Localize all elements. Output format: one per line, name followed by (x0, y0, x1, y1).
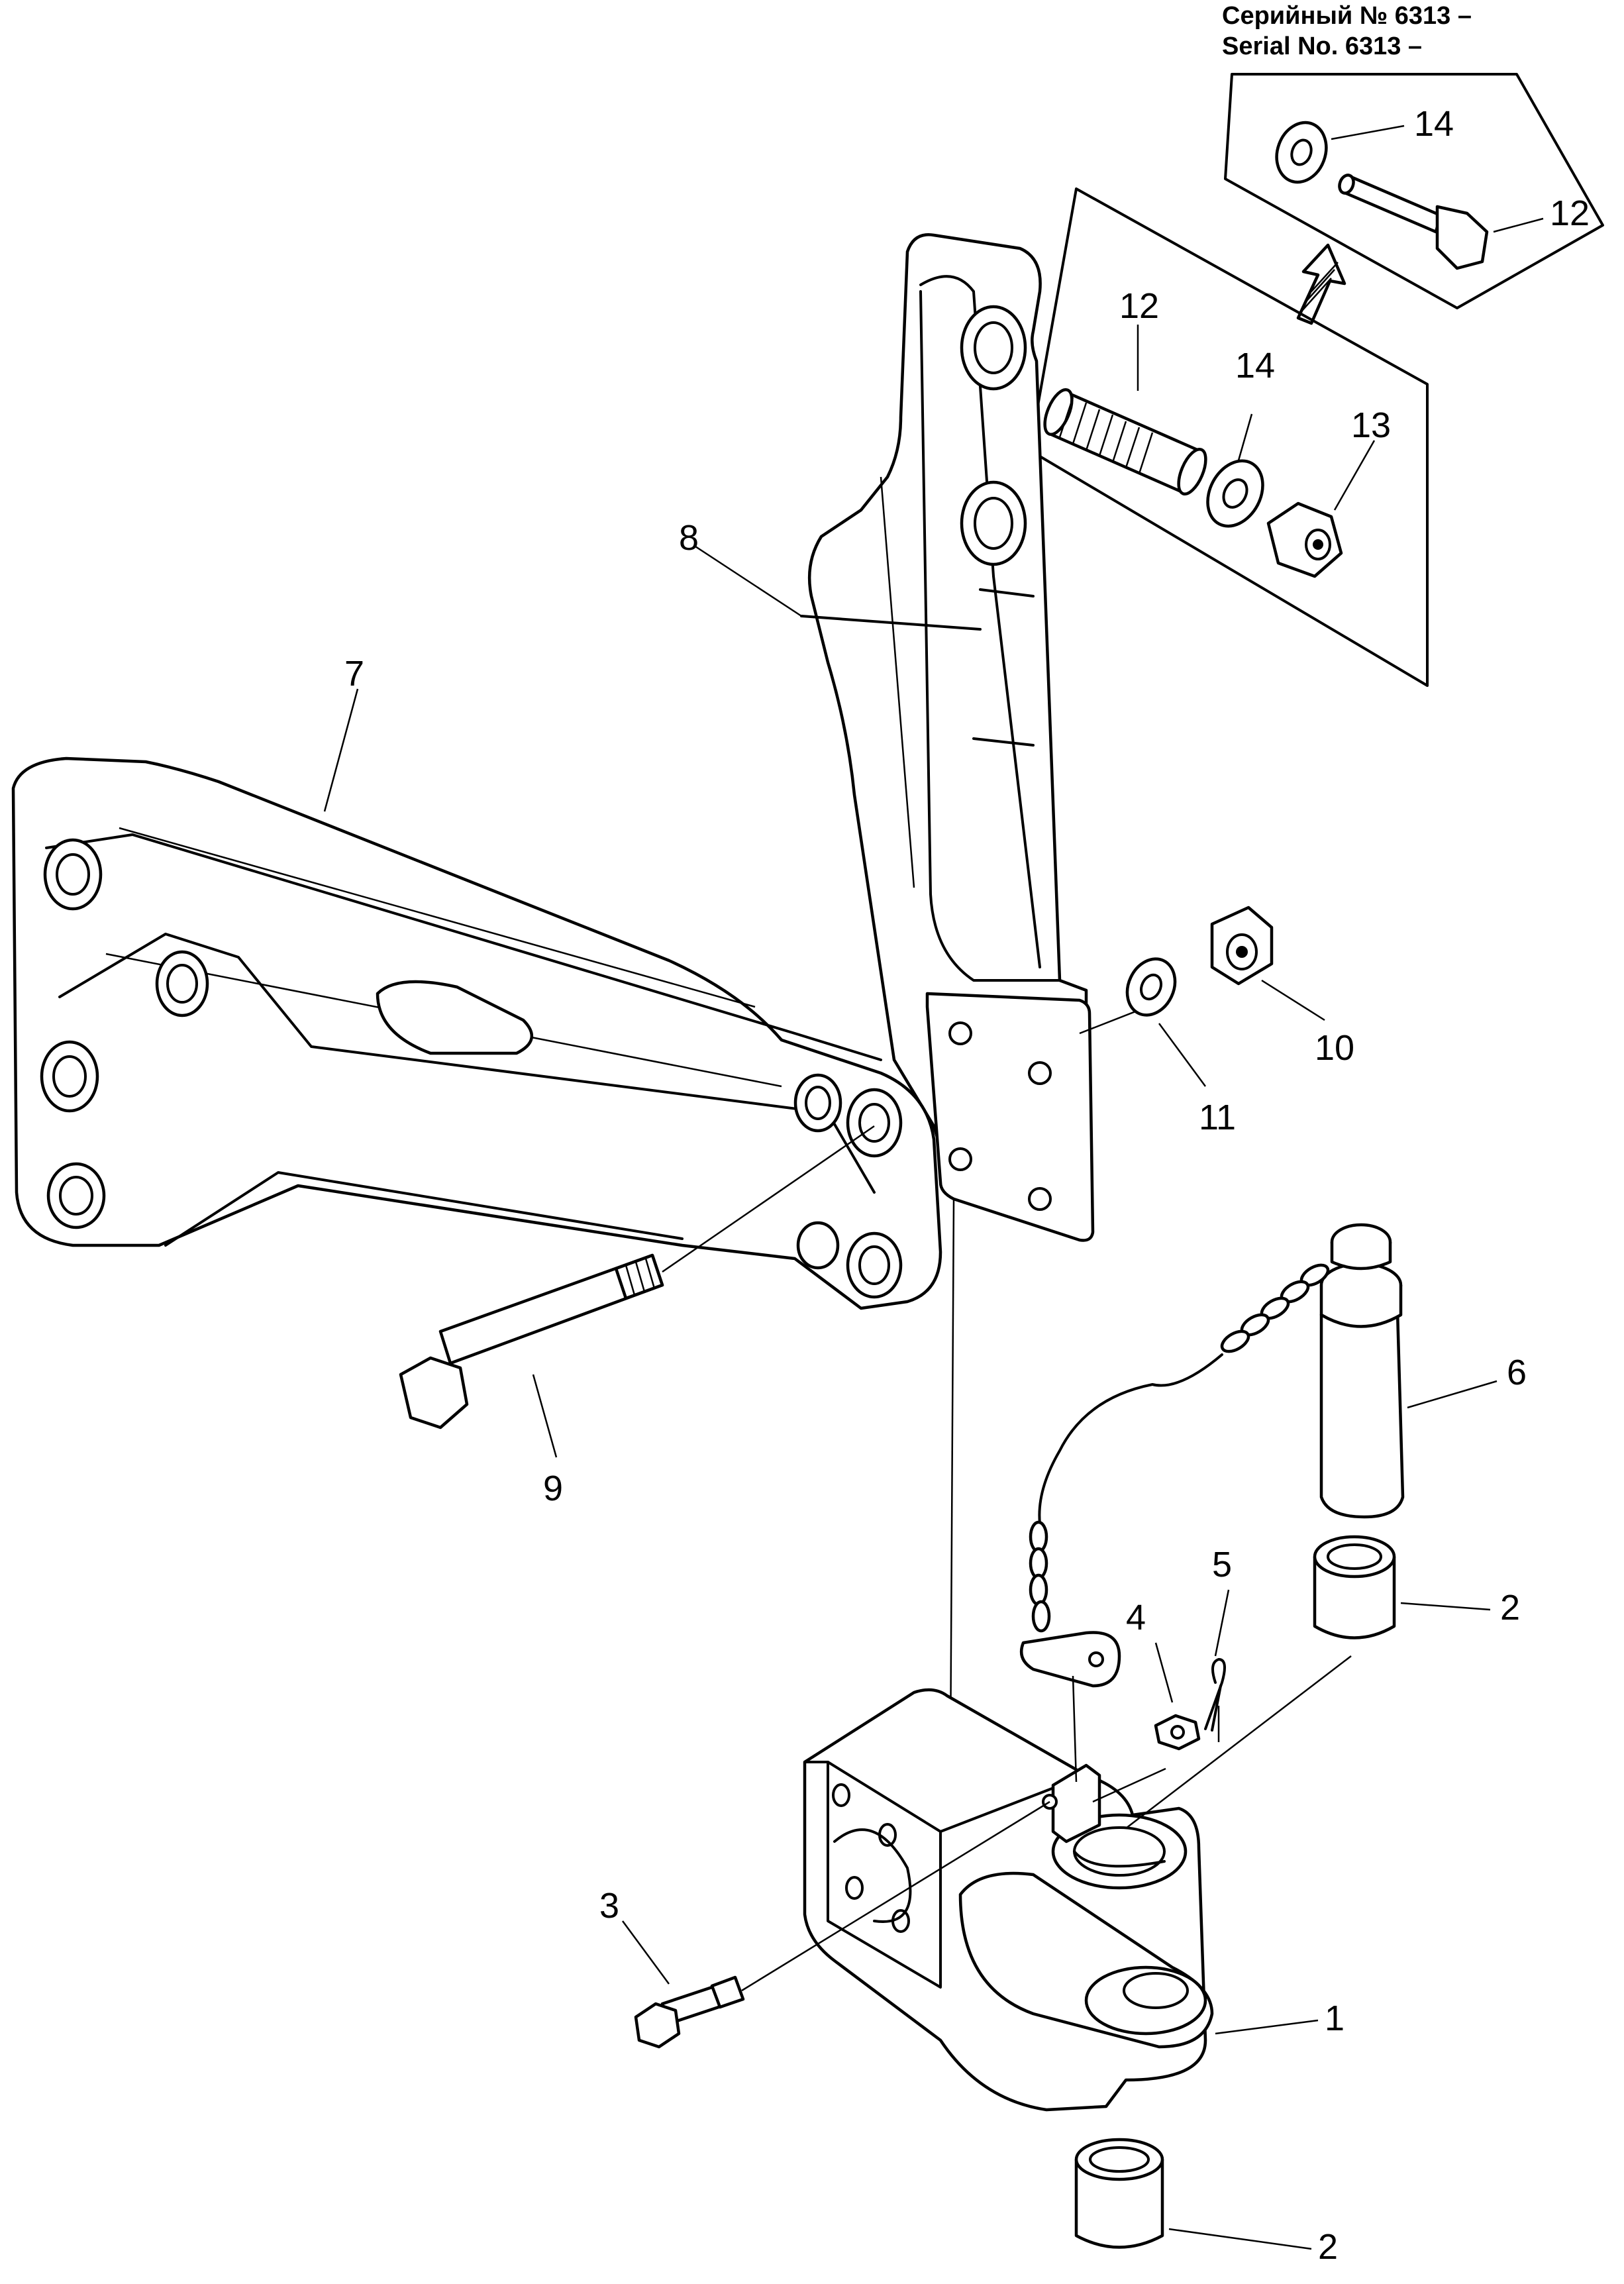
callout-6: 6 (1507, 1353, 1527, 1392)
serial-label-ru: Серийный № 6313 – (1222, 2, 1472, 30)
bracket-7: 7 (11, 654, 942, 1310)
callout-13: 13 (1351, 405, 1391, 445)
bushing-2-upper: 2 (1313, 1535, 1520, 1639)
direction-arrow-icon (1296, 243, 1346, 325)
hitch-1: 1 (803, 1655, 1352, 2112)
lock-plate (1019, 1631, 1121, 1688)
pin-6: 6 (1319, 1223, 1527, 1519)
center-line (949, 1198, 955, 1756)
washer-14-inset (1275, 121, 1328, 184)
nut-13 (1266, 501, 1343, 578)
chain-icon (1029, 1263, 1330, 1633)
callout-1: 1 (1325, 1998, 1345, 2038)
bolt-9: 9 (399, 1125, 875, 1508)
bushing-2-lower: 2 (1074, 2138, 1338, 2267)
nut-4: 4 (1126, 1598, 1201, 1751)
callout-3: 3 (599, 1886, 619, 1926)
callout-10: 10 (1315, 1028, 1354, 1068)
bolt-3: 3 (599, 1800, 1050, 2049)
callout-4: 4 (1126, 1598, 1146, 1637)
arm-8: 8 (679, 233, 1156, 1242)
callout-5: 5 (1212, 1545, 1232, 1584)
washer-11 (1125, 957, 1177, 1017)
stud-kit-panel: 12 14 13 (1029, 187, 1429, 687)
serial-label-en: Serial No. 6313 – (1222, 32, 1422, 60)
callout-14: 14 (1235, 346, 1275, 386)
inset-panel-later-serial: 14 12 (1224, 73, 1604, 309)
callout-8: 8 (679, 518, 699, 558)
nut-10 (1210, 906, 1274, 986)
callout-9: 9 (543, 1469, 563, 1508)
callout-12-inset: 12 (1550, 193, 1590, 233)
cotter-pin-5: 5 (1204, 1545, 1232, 1742)
callout-12: 12 (1119, 286, 1159, 326)
callout-2-upper: 2 (1500, 1588, 1520, 1628)
callout-14-inset: 14 (1414, 104, 1454, 144)
bolt-12-inset (1338, 174, 1489, 270)
callout-7: 7 (344, 654, 364, 694)
washer-14 (1206, 459, 1264, 528)
callout-11: 11 (1199, 1098, 1236, 1137)
stud-12 (1043, 388, 1207, 495)
callout-2-lower: 2 (1318, 2227, 1338, 2267)
